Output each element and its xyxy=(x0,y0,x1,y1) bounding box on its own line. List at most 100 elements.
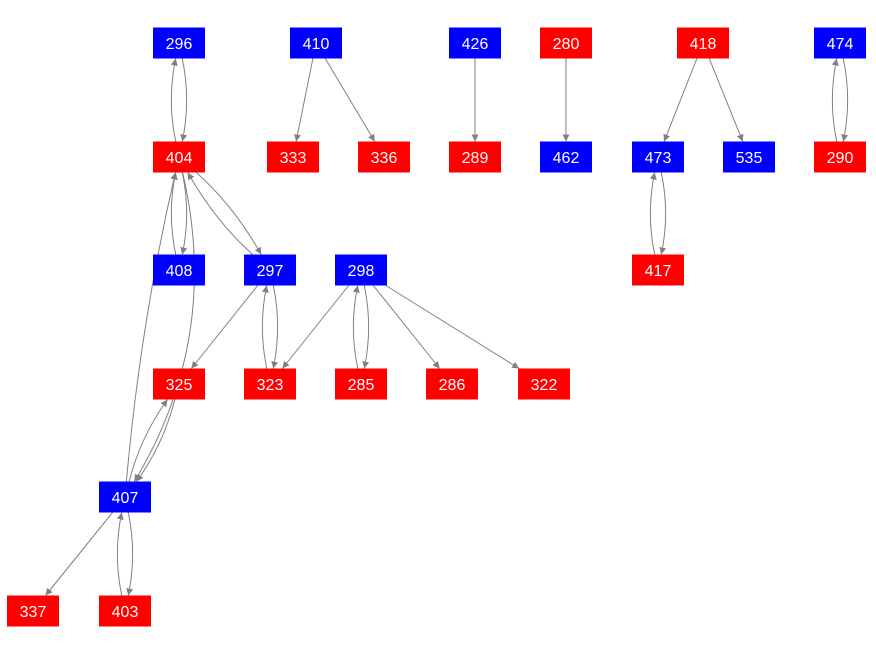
node-297[interactable]: 297 xyxy=(244,254,296,286)
node-box xyxy=(267,141,319,173)
node-label: 403 xyxy=(112,604,139,621)
node-box xyxy=(244,254,296,286)
edge-298-to-322 xyxy=(385,285,520,369)
node-474[interactable]: 474 xyxy=(814,27,866,59)
node-323[interactable]: 323 xyxy=(244,368,296,400)
node-label: 322 xyxy=(531,377,558,394)
node-label: 323 xyxy=(257,377,284,394)
edge-297-to-404 xyxy=(187,172,253,255)
node-box xyxy=(449,27,501,59)
node-290[interactable]: 290 xyxy=(814,141,866,173)
node-box xyxy=(449,141,501,173)
node-label: 280 xyxy=(553,36,580,53)
node-403[interactable]: 403 xyxy=(99,595,151,627)
node-label: 408 xyxy=(166,263,193,280)
edge-407-to-325 xyxy=(128,399,168,482)
edge-298-to-286 xyxy=(372,285,441,369)
edge-404-to-297 xyxy=(196,172,262,255)
node-label: 336 xyxy=(371,150,398,167)
node-label: 333 xyxy=(280,150,307,167)
node-426[interactable]: 426 xyxy=(449,27,501,59)
node-box xyxy=(723,141,775,173)
node-box xyxy=(358,141,410,173)
node-box xyxy=(814,141,866,173)
node-337[interactable]: 337 xyxy=(7,595,59,627)
node-535[interactable]: 535 xyxy=(723,141,775,173)
node-333[interactable]: 333 xyxy=(267,141,319,173)
node-336[interactable]: 336 xyxy=(358,141,410,173)
node-box xyxy=(7,595,59,627)
node-473[interactable]: 473 xyxy=(632,141,684,173)
node-322[interactable]: 322 xyxy=(518,368,570,400)
edge-297-to-323 xyxy=(271,285,279,369)
node-box xyxy=(677,27,729,59)
edge-404-to-407 xyxy=(133,172,195,482)
node-325[interactable]: 325 xyxy=(153,368,205,400)
node-box xyxy=(335,254,387,286)
edge-418-to-535 xyxy=(708,58,744,142)
edge-297-to-325 xyxy=(190,285,259,369)
node-box xyxy=(99,481,151,513)
edge-410-to-333 xyxy=(294,58,314,142)
node-407[interactable]: 407 xyxy=(99,481,151,513)
node-box xyxy=(540,141,592,173)
node-label: 290 xyxy=(827,150,854,167)
edge-407-to-337 xyxy=(45,512,113,596)
node-label: 407 xyxy=(112,490,139,507)
node-285[interactable]: 285 xyxy=(335,368,387,400)
node-box xyxy=(518,368,570,400)
node-box xyxy=(426,368,478,400)
node-label: 535 xyxy=(736,150,763,167)
node-box xyxy=(814,27,866,59)
node-label: 417 xyxy=(645,263,672,280)
node-418[interactable]: 418 xyxy=(677,27,729,59)
edge-325-to-407 xyxy=(136,399,176,482)
edge-404-to-408 xyxy=(180,172,188,255)
node-296[interactable]: 296 xyxy=(153,27,205,59)
node-label: 286 xyxy=(439,377,466,394)
node-label: 418 xyxy=(690,36,717,53)
node-label: 289 xyxy=(462,150,489,167)
node-label: 337 xyxy=(20,604,47,621)
node-408[interactable]: 408 xyxy=(153,254,205,286)
node-box xyxy=(153,27,205,59)
node-label: 298 xyxy=(348,263,375,280)
node-box xyxy=(153,141,205,173)
edge-408-to-404 xyxy=(170,172,178,255)
node-box xyxy=(335,368,387,400)
node-box xyxy=(244,368,296,400)
edge-285-to-298 xyxy=(352,285,360,369)
node-box xyxy=(153,254,205,286)
node-label: 410 xyxy=(303,36,330,53)
edge-296-to-404 xyxy=(180,58,188,142)
node-label: 426 xyxy=(462,36,489,53)
node-289[interactable]: 289 xyxy=(449,141,501,173)
edge-410-to-336 xyxy=(324,58,376,142)
node-label: 474 xyxy=(827,36,854,53)
node-label: 297 xyxy=(257,263,284,280)
node-box xyxy=(540,27,592,59)
edge-323-to-297 xyxy=(261,285,269,369)
node-298[interactable]: 298 xyxy=(335,254,387,286)
node-label: 285 xyxy=(348,377,375,394)
node-box xyxy=(99,595,151,627)
node-280[interactable]: 280 xyxy=(540,27,592,59)
edge-407-to-403 xyxy=(126,512,134,596)
node-box xyxy=(290,27,342,59)
node-box xyxy=(153,368,205,400)
edge-407-to-404 xyxy=(125,172,178,482)
node-404[interactable]: 404 xyxy=(153,141,205,173)
edge-298-to-285 xyxy=(362,285,370,369)
edge-473-to-417 xyxy=(659,172,667,255)
edge-417-to-473 xyxy=(649,172,657,255)
node-label: 325 xyxy=(166,377,193,394)
node-410[interactable]: 410 xyxy=(290,27,342,59)
node-286[interactable]: 286 xyxy=(426,368,478,400)
node-box xyxy=(632,141,684,173)
node-462[interactable]: 462 xyxy=(540,141,592,173)
node-label: 473 xyxy=(645,150,672,167)
node-417[interactable]: 417 xyxy=(632,254,684,286)
edge-403-to-407 xyxy=(116,512,124,596)
